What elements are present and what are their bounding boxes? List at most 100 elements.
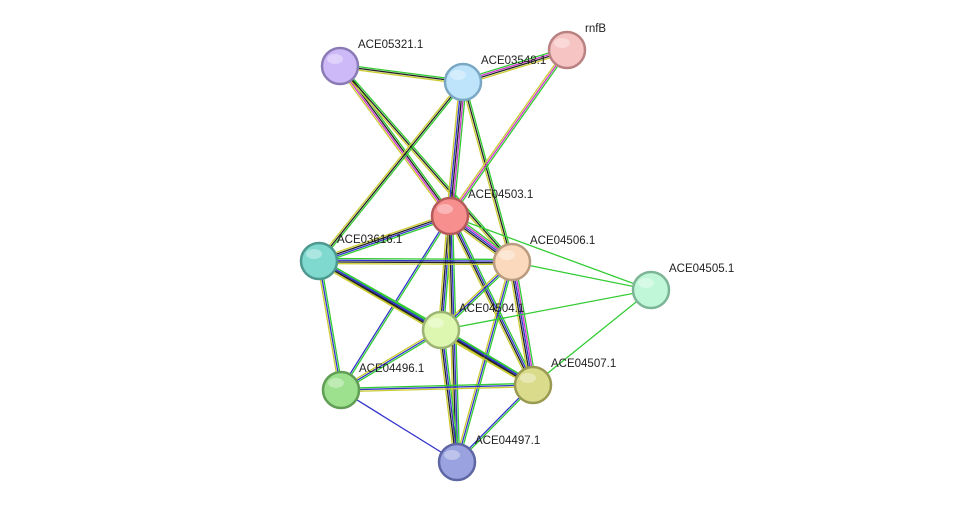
edges-layer <box>316 46 652 464</box>
edge-ACE03616.1-ACE04506.1[interactable] <box>318 257 513 266</box>
edge-ACE04505.1-ACE04507.1[interactable] <box>532 289 652 386</box>
edge-ACE04496.1-ACE04497.1[interactable] <box>340 389 458 463</box>
node-label: ACE03548.1 <box>481 55 546 67</box>
edge-evidence-line <box>318 262 512 266</box>
node-highlight <box>638 278 654 288</box>
node-ACE04504.1[interactable]: ACE04504.1 <box>421 303 524 350</box>
node-label: ACE04507.1 <box>551 358 616 370</box>
edge-evidence-line <box>450 50 569 218</box>
node-label: ACE04497.1 <box>475 435 540 447</box>
edge-ACE04503.1-ACE03616.1[interactable] <box>317 212 452 265</box>
node-highlight <box>306 249 322 259</box>
node-highlight <box>437 204 453 214</box>
edge-ACE03548.1-ACE04506.1[interactable] <box>460 81 515 263</box>
node-highlight <box>450 70 466 80</box>
edge-evidence-line <box>338 66 512 264</box>
edge-ACE05321.1-ACE04503.1[interactable] <box>337 64 453 218</box>
edge-ACE04504.1-ACE04496.1[interactable] <box>339 327 443 393</box>
edge-evidence-line <box>464 81 515 262</box>
edge-ACE03548.1-ACE04503.1[interactable] <box>445 81 468 217</box>
node-ACE04507.1[interactable]: ACE04507.1 <box>513 358 616 405</box>
edge-ACE04505.1-ACE04504.1[interactable] <box>440 289 652 331</box>
edge-evidence-line <box>508 262 531 386</box>
edge-evidence-line <box>340 389 458 463</box>
edge-evidence-line <box>448 216 533 386</box>
edge-evidence-line <box>445 81 461 216</box>
edge-evidence-line <box>316 261 340 391</box>
edge-evidence-line <box>513 261 536 385</box>
edge-ACE04503.1-ACE04505.1[interactable] <box>449 215 652 291</box>
edge-evidence-line <box>441 329 459 462</box>
edge-evidence-line <box>462 81 513 263</box>
node-highlight <box>428 318 444 328</box>
node-ACE04503.1[interactable]: ACE04503.1 <box>430 189 533 236</box>
node-ACE04506.1[interactable]: ACE04506.1 <box>492 235 595 282</box>
edge-evidence-line <box>511 261 652 291</box>
node-label: ACE04506.1 <box>530 235 595 247</box>
edge-evidence-line <box>318 81 464 262</box>
node-rnfB[interactable]: rnfB <box>547 23 606 70</box>
node-label: ACE05321.1 <box>358 39 423 51</box>
edge-ACE04506.1-ACE04497.1[interactable] <box>454 261 515 463</box>
node-circle[interactable] <box>321 370 361 410</box>
edge-evidence-line <box>437 330 456 463</box>
edge-ACE05321.1-ACE03548.1[interactable] <box>339 63 464 85</box>
edge-ACE04504.1-ACE04497.1[interactable] <box>437 329 461 463</box>
edge-evidence-line <box>449 49 568 217</box>
node-circle[interactable] <box>631 270 671 310</box>
node-highlight <box>328 378 344 388</box>
edge-evidence-line <box>341 386 534 393</box>
node-circle[interactable] <box>513 365 553 405</box>
edge-evidence-line <box>458 262 515 463</box>
node-circle[interactable] <box>320 46 360 86</box>
node-label: rnfB <box>585 23 606 35</box>
node-circle[interactable] <box>492 242 532 282</box>
edge-evidence-line <box>319 259 513 262</box>
edge-evidence-line <box>451 82 466 217</box>
edge-evidence-line <box>440 289 652 331</box>
edge-evidence-line <box>320 260 344 390</box>
node-circle[interactable] <box>421 310 461 350</box>
edge-ACE04496.1-ACE04507.1[interactable] <box>340 382 534 393</box>
edge-evidence-line <box>452 82 468 217</box>
edge-evidence-line <box>340 382 533 389</box>
edge-evidence-line <box>341 330 443 393</box>
node-ACE05321.1[interactable]: ACE05321.1 <box>320 39 423 86</box>
node-ACE03548.1[interactable]: ACE03548.1 <box>443 55 546 102</box>
edge-evidence-line <box>456 261 513 463</box>
node-circle[interactable] <box>437 442 477 482</box>
node-ACE04496.1[interactable]: ACE04496.1 <box>321 363 424 410</box>
edge-ACE04506.1-ACE04507.1[interactable] <box>508 261 537 386</box>
edge-ACE04506.1-ACE04505.1[interactable] <box>511 261 652 291</box>
edge-evidence-line <box>339 65 513 263</box>
edge-evidence-line <box>460 82 511 263</box>
edge-evidence-line <box>319 217 452 265</box>
node-ACE04505.1[interactable]: ACE04505.1 <box>631 263 734 310</box>
node-circle[interactable] <box>547 30 587 70</box>
node-ACE04497.1[interactable]: ACE04497.1 <box>437 435 540 482</box>
edge-evidence-line <box>340 329 442 391</box>
edge-ACE03548.1-ACE03616.1[interactable] <box>317 80 465 263</box>
edge-evidence-line <box>340 384 534 391</box>
node-circle[interactable] <box>299 241 339 281</box>
edge-evidence-line <box>338 66 450 217</box>
node-highlight <box>499 250 515 260</box>
node-label: ACE04496.1 <box>359 363 424 375</box>
node-circle[interactable] <box>430 196 470 236</box>
node-circle[interactable] <box>443 62 483 102</box>
edge-ACE04503.1-ACE04507.1[interactable] <box>447 214 536 387</box>
node-label: ACE04505.1 <box>669 263 734 275</box>
edge-rnfB-ACE04503.1[interactable] <box>448 48 569 218</box>
edge-evidence-line <box>317 80 463 261</box>
edge-evidence-line <box>319 216 451 263</box>
edge-evidence-line <box>447 216 532 387</box>
edge-evidence-line <box>319 257 513 261</box>
node-ACE03616.1[interactable]: ACE03616.1 <box>299 234 402 281</box>
edge-evidence-line <box>339 327 441 390</box>
edge-ACE03616.1-ACE04496.1[interactable] <box>316 260 344 391</box>
edge-evidence-line <box>319 82 465 263</box>
edge-evidence-line <box>439 330 457 463</box>
edge-evidence-line <box>514 261 537 385</box>
